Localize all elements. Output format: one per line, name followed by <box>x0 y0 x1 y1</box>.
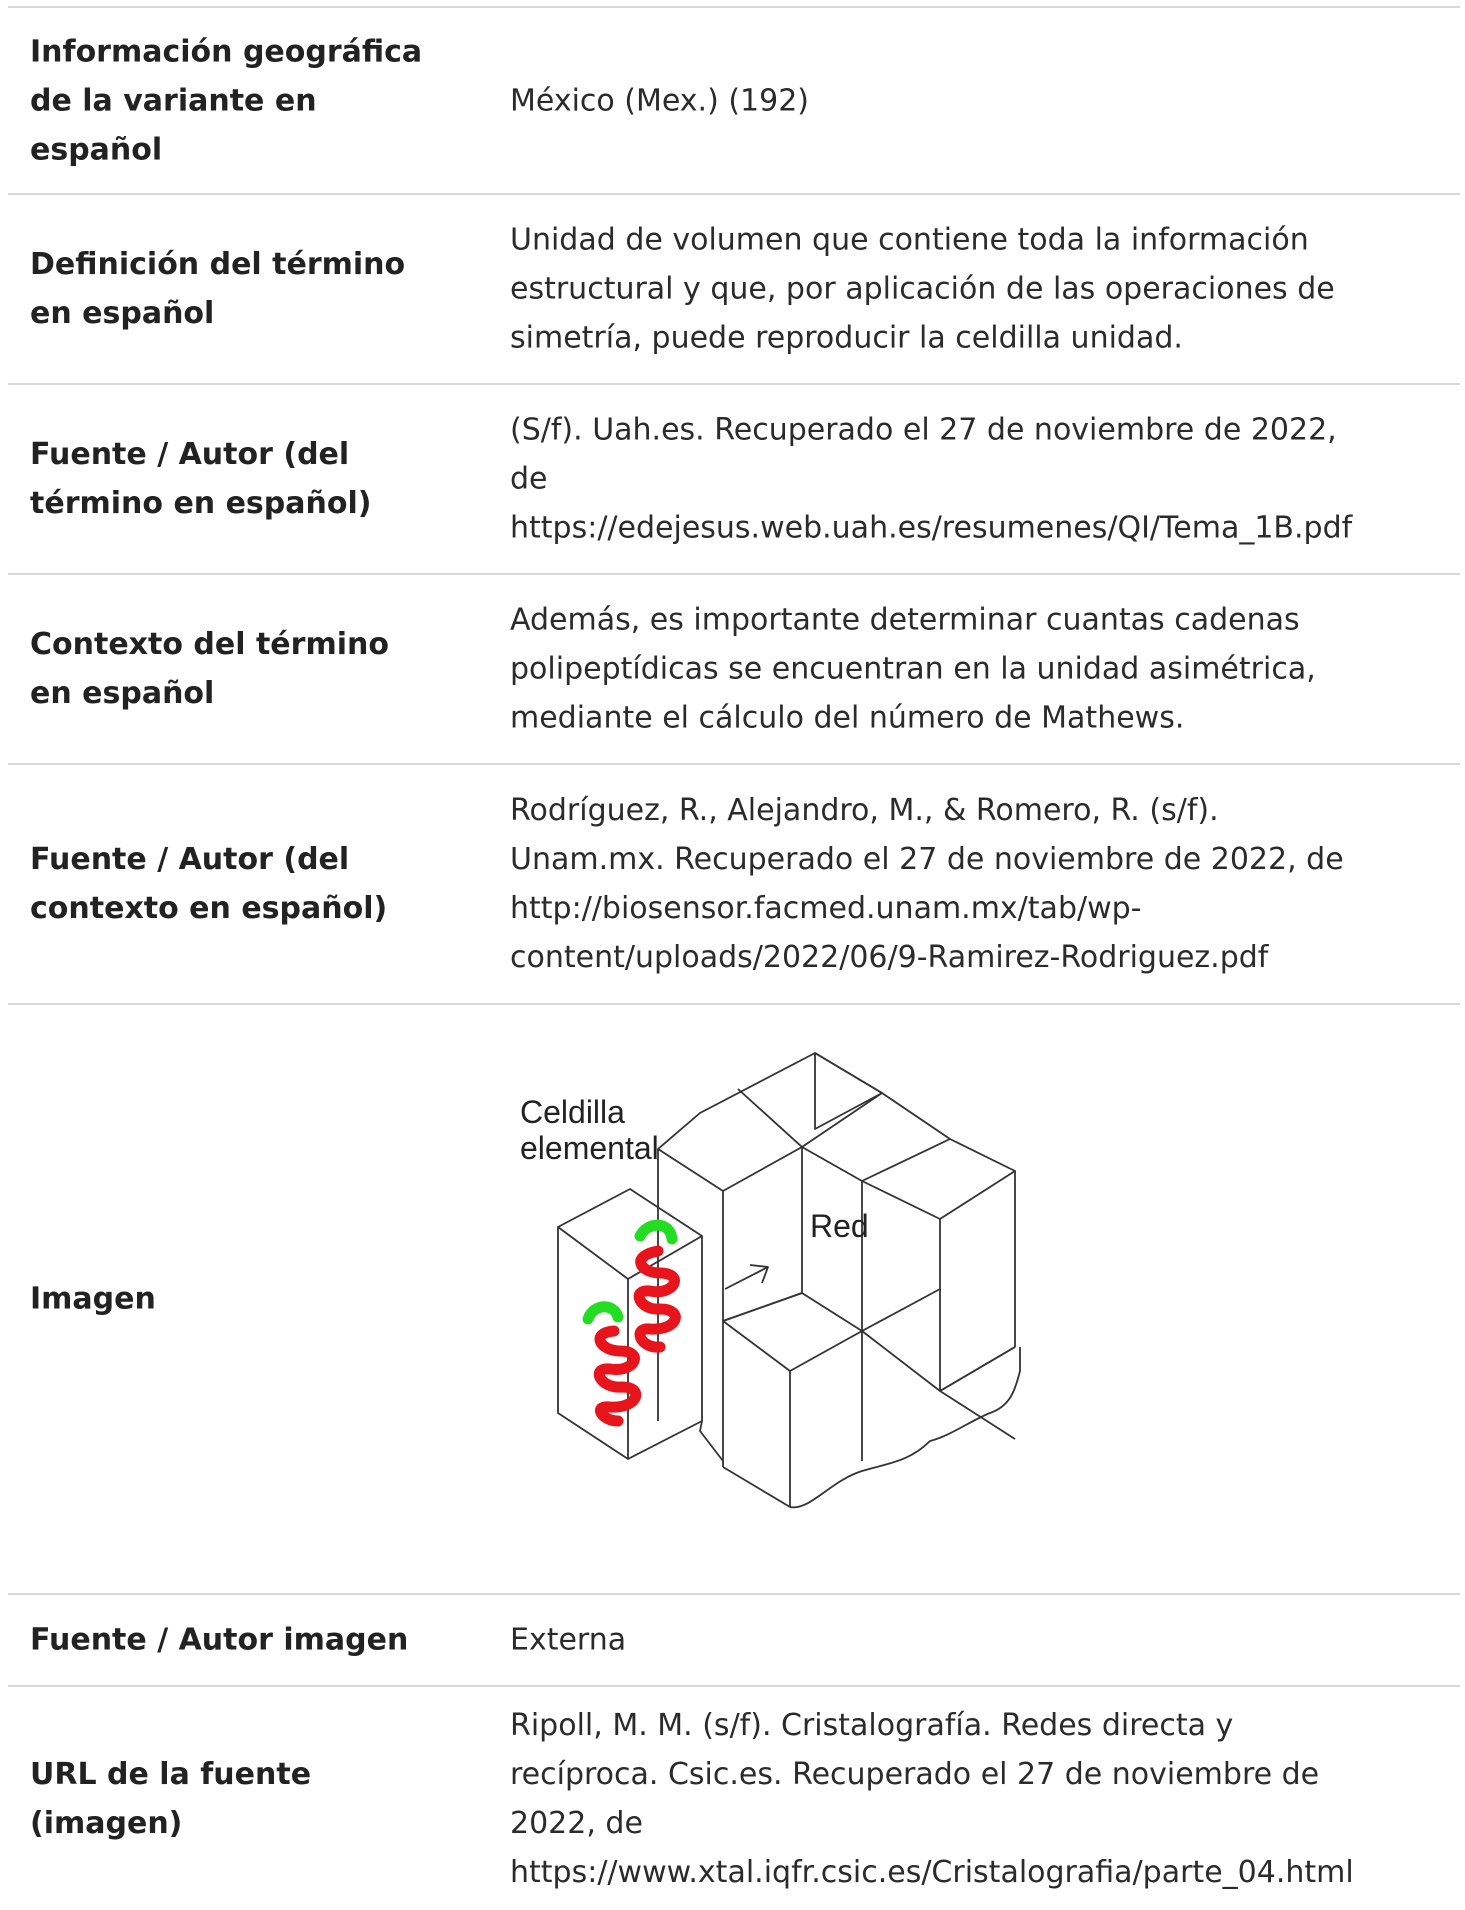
row-label: Fuente / Autor (del término en español) <box>30 437 372 521</box>
row-label: URL de la fuente (imagen) <box>30 1756 312 1841</box>
helix-end-right <box>634 1219 678 1245</box>
helix-ends <box>582 1219 678 1325</box>
table-row-definition: Definición del término en español Unidad… <box>8 195 1460 385</box>
crystal-lattice-figure: Celdilla elemental Red <box>510 1041 1150 1571</box>
lattice-caption: Red <box>810 1208 869 1244</box>
table-row-image: Imagen <box>8 1005 1460 1595</box>
helix-left <box>593 1325 642 1427</box>
source-link[interactable]: http://biosensor.facmed.unam.mx/tab/wp- <box>510 891 1142 926</box>
lattice-edge <box>814 1052 883 1130</box>
row-value: México (Mex.) (192) <box>510 83 810 118</box>
lattice-top-outline <box>657 1052 1016 1220</box>
row-label: Imagen <box>30 1281 156 1317</box>
row-value: (S/f). Uah.es. Recuperado el 27 de novie… <box>510 406 1450 553</box>
row-value: Unidad de volumen que contiene toda la i… <box>510 222 1335 356</box>
lattice-edge <box>722 1320 863 1372</box>
lattice-edge <box>722 1292 803 1322</box>
lattice-edge <box>722 1466 791 1508</box>
cell-caption-line2: elemental <box>520 1130 659 1166</box>
cell-caption-line1: Celdilla <box>520 1094 625 1130</box>
source-link[interactable]: https://www.xtal.iqfr.csic.es/Cristalogr… <box>510 1854 1354 1890</box>
row-label: Definición del término en español <box>30 247 406 331</box>
unit-cell-sides <box>557 1227 703 1460</box>
helix-end-left <box>582 1301 624 1325</box>
unit-cell-top <box>557 1188 703 1280</box>
table-top-border <box>8 6 1460 8</box>
lattice-edge <box>801 1092 883 1148</box>
row-label: Contexto del término en español <box>30 627 389 711</box>
source-link[interactable]: content/uploads/2022/06/9-Ramirez-Rodrig… <box>510 940 1269 975</box>
unit-cell-connector <box>699 1420 724 1462</box>
table-row-image-url: URL de la fuente (imagen) Ripoll, M. M. … <box>8 1687 1460 1910</box>
row-value: Rodríguez, R., Alejandro, M., & Romero, … <box>510 786 1450 982</box>
table-row-image-source: Fuente / Autor imagen Externa <box>8 1595 1460 1687</box>
table-row-context: Contexto del término en español Además, … <box>8 575 1460 765</box>
helix-group <box>593 1245 681 1427</box>
lattice-edge <box>737 1088 803 1148</box>
lattice-edge <box>939 1346 1016 1392</box>
row-label: Información geográfica de la variante en… <box>30 34 423 167</box>
helix-right <box>633 1245 681 1353</box>
table-row-term-source: Fuente / Autor (del término en español) … <box>8 385 1460 575</box>
table-row-geographic-info: Información geográfica de la variante en… <box>8 8 1460 195</box>
lattice-edge <box>939 1390 1016 1440</box>
lattice-broken-edge <box>789 1347 1021 1509</box>
unit-cell-lattice-illustration: Celdilla elemental Red <box>520 1052 1021 1509</box>
arrow-line <box>724 1266 769 1290</box>
row-label: Fuente / Autor (del contexto en español) <box>30 842 388 926</box>
lattice-edge <box>861 1138 951 1182</box>
row-label: Fuente / Autor imagen <box>30 1622 409 1658</box>
source-link[interactable]: https://edejesus.web.uah.es/resumenes/QI… <box>510 510 1353 546</box>
row-value: Ripoll, M. M. (s/f). Cristalografía. Red… <box>510 1701 1450 1897</box>
table-row-context-source: Fuente / Autor (del contexto en español)… <box>8 765 1460 1005</box>
arrow-head <box>749 1264 769 1284</box>
row-value: Además, es importante determinar cuantas… <box>510 602 1316 736</box>
row-value: Externa <box>510 1622 627 1658</box>
